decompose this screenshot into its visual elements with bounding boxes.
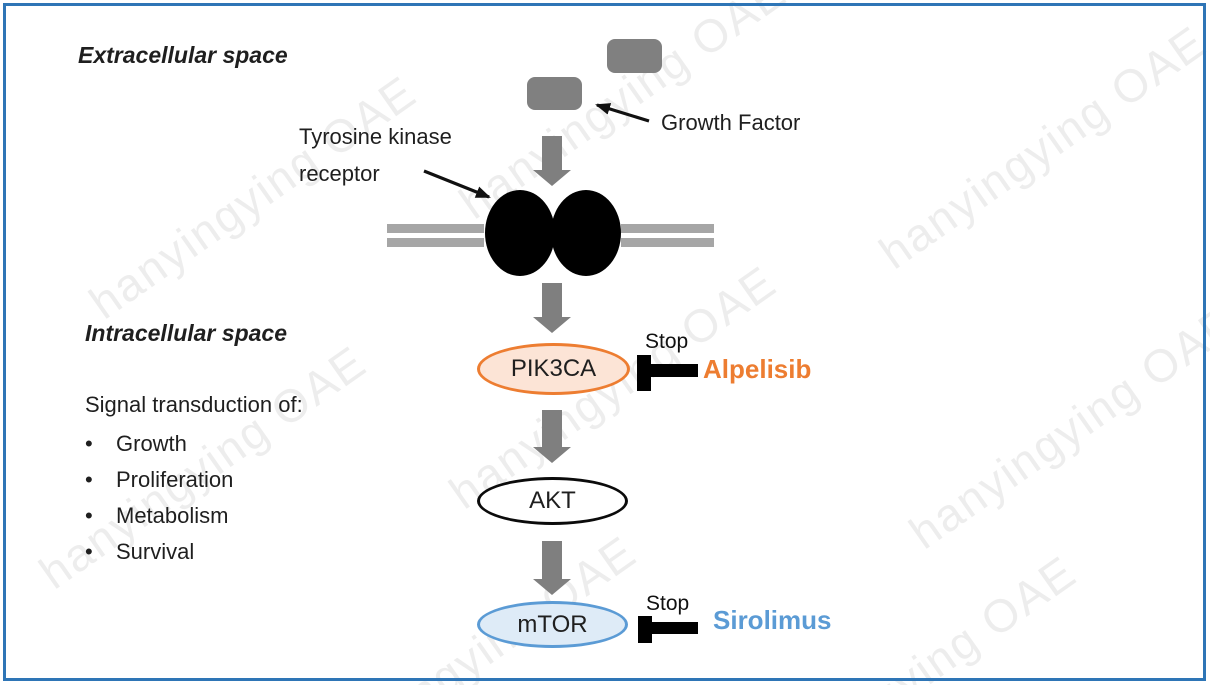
signal-arrow-icon	[533, 541, 571, 595]
inhibition-tbar-icon	[637, 364, 698, 377]
signal-transduction-list: • Growth • Proliferation • Metabolism • …	[85, 426, 233, 570]
list-item: • Metabolism	[85, 498, 233, 534]
intracellular-space-label: Intracellular space	[85, 320, 287, 346]
list-item: • Growth	[85, 426, 233, 462]
receptor-left-subunit	[485, 190, 555, 276]
pathway-node-label: PIK3CA	[510, 355, 597, 382]
signal-arrow-icon	[533, 410, 571, 463]
pathway-node-mtor: mTOR	[477, 601, 628, 648]
inhibition-tbar-icon	[638, 622, 698, 634]
growth-factor-label: Growth Factor	[661, 110, 801, 135]
bullet-icon: •	[85, 539, 93, 564]
pathway-node-akt: AKT	[477, 477, 628, 525]
drug-label-sirolimus: Sirolimus	[713, 605, 832, 635]
pathway-node-label: mTOR	[517, 610, 588, 638]
membrane-line	[387, 238, 484, 247]
signal-arrow-icon	[533, 283, 571, 333]
tyrosine-kinase-receptor-label: Tyrosine kinase receptor	[299, 118, 452, 192]
bullet-icon: •	[85, 431, 93, 456]
bullet-icon: •	[85, 467, 93, 492]
list-item-label: Metabolism	[116, 503, 229, 528]
list-item: • Survival	[85, 534, 233, 570]
pathway-node-label: AKT	[529, 487, 576, 514]
signal-arrow-icon	[533, 136, 571, 186]
extracellular-space-label: Extracellular space	[78, 42, 288, 68]
signal-transduction-heading: Signal transduction of:	[85, 392, 303, 417]
list-item: • Proliferation	[85, 462, 233, 498]
membrane-line	[621, 238, 714, 247]
bullet-icon: •	[85, 503, 93, 528]
tyrosine-kinase-receptor-label-line2: receptor	[299, 161, 380, 186]
receptor-right-subunit	[551, 190, 621, 276]
drug-label-alpelisib: Alpelisib	[703, 354, 812, 384]
growth-factor-shape	[607, 39, 662, 73]
receptor-pointer-arrow-icon	[423, 169, 491, 199]
pathway-node-pik3ca: PIK3CA	[477, 343, 630, 395]
list-item-label: Proliferation	[116, 467, 234, 492]
membrane-line	[387, 224, 484, 233]
membrane-line	[621, 224, 714, 233]
growth-factor-pointer-arrow-icon	[595, 103, 650, 123]
stop-label-alpelisib: Stop	[645, 330, 689, 353]
growth-factor-shape	[527, 77, 582, 110]
list-item-label: Survival	[116, 539, 195, 564]
tyrosine-kinase-receptor-label-line1: Tyrosine kinase	[299, 124, 452, 149]
list-item-label: Growth	[116, 431, 187, 456]
stop-label-sirolimus: Stop	[646, 592, 690, 615]
